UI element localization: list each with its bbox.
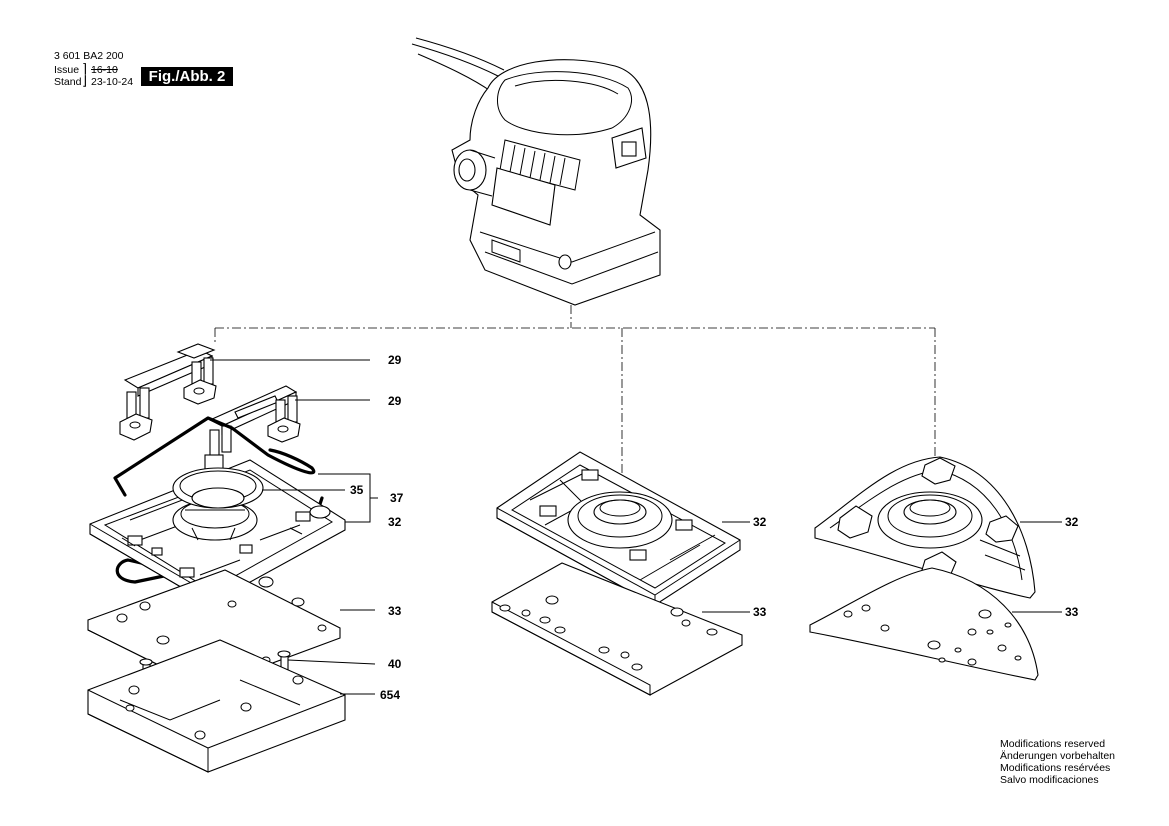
note-line-en: Modifications reserved (1000, 738, 1106, 750)
sanding-pad-32-left (89, 454, 346, 605)
figure-label: Fig./Abb. 2 (141, 67, 233, 86)
leader-lines (210, 359, 1062, 695)
plate-33-left (87, 569, 341, 689)
right-assembly (809, 456, 1039, 681)
callout-33-left: 33 (388, 604, 402, 618)
callout-33-right: 33 (1065, 605, 1079, 619)
stand-label: Stand (54, 76, 82, 88)
wire-clip-37 (113, 416, 316, 497)
plate-33-right (809, 567, 1039, 681)
callout-654: 654 (380, 688, 401, 702)
issue-label: Issue (54, 64, 80, 76)
callout-32-middle: 32 (753, 515, 767, 529)
note-line-fr: Modifications resérvées (1000, 762, 1111, 774)
callout-37: 37 (390, 491, 404, 505)
note-line-es: Salvo modificaciones (1000, 774, 1099, 786)
callout-40: 40 (388, 657, 402, 671)
left-assembly (87, 343, 346, 773)
part-number: 3 601 BA2 200 (54, 50, 124, 62)
callout-33-middle: 33 (753, 605, 767, 619)
base-654 (87, 639, 346, 773)
stand-date: 23-10-24 (91, 76, 134, 88)
sander-body (411, 37, 661, 306)
callout-29-lower: 29 (388, 394, 402, 408)
clamp-part-29-upper (119, 343, 217, 441)
middle-assembly (491, 451, 743, 696)
callout-32-left: 32 (388, 515, 402, 529)
brace-bottom: ⌋ (82, 73, 88, 88)
modification-notes: Modifications reserved Änderungen vorbeh… (1000, 738, 1115, 786)
plate-33-middle (491, 562, 743, 696)
sanding-pad-32-middle (496, 451, 741, 606)
callout-32-right: 32 (1065, 515, 1079, 529)
brace-top: ⌉ (82, 61, 88, 76)
callout-29-upper: 29 (388, 353, 402, 367)
issue-old-date: 16-10 (91, 64, 118, 76)
sanding-pad-32-right (814, 456, 1036, 599)
callout-35: 35 (350, 483, 364, 497)
assembly-lines (214, 305, 936, 505)
note-line-de: Änderungen vorbehalten (1000, 750, 1116, 762)
